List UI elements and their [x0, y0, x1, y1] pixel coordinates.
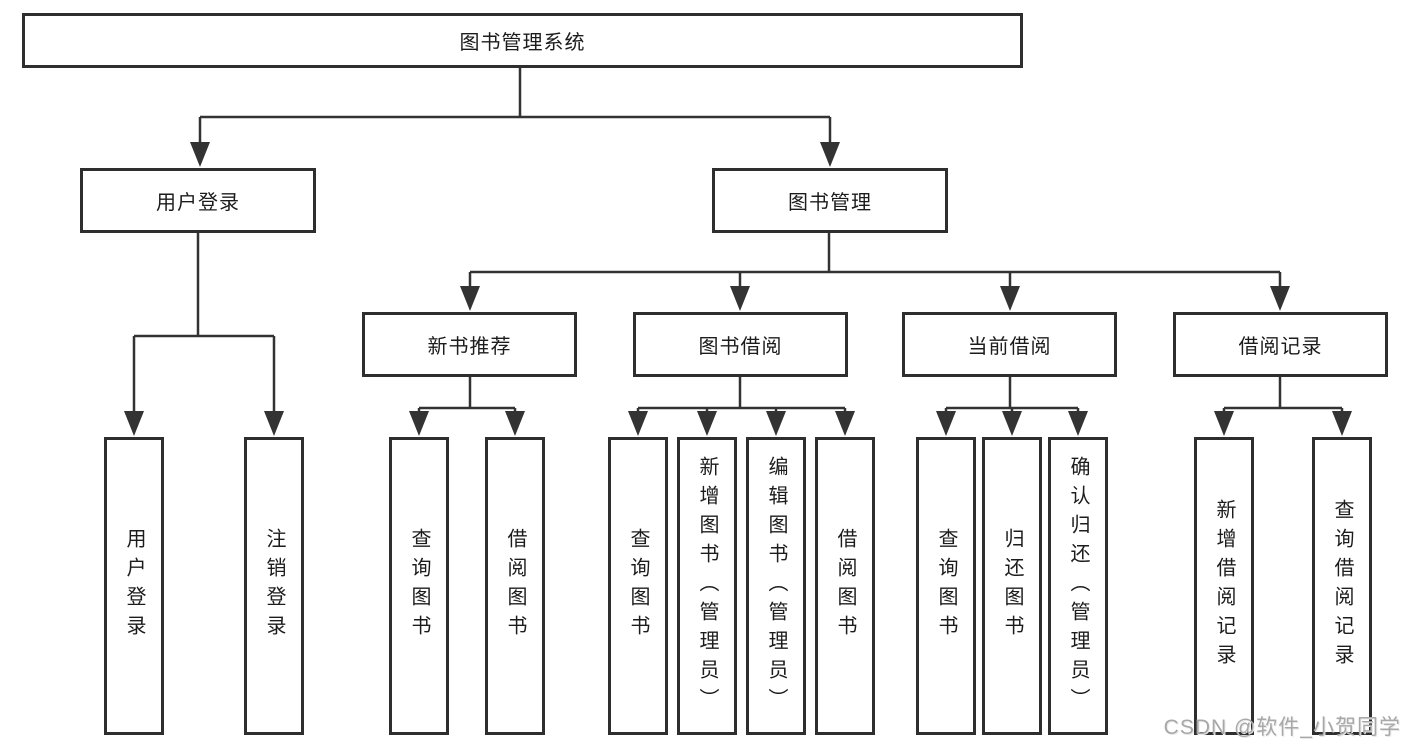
- leaf-confirm-return-admin: 确认归还（管理员）: [1048, 437, 1108, 735]
- leaf-return-books-label: 归还图书: [1001, 528, 1023, 644]
- leaf-borrow-books-1-label: 借阅图书: [504, 528, 526, 644]
- leaf-borrow-books-2: 借阅图书: [815, 437, 875, 735]
- node-borrowing-records: 借阅记录: [1173, 312, 1388, 377]
- leaf-confirm-return-admin-label: 确认归还（管理员）: [1067, 455, 1089, 717]
- leaf-query-borrow-record: 查询借阅记录: [1312, 437, 1372, 735]
- node-new-book-recommend: 新书推荐: [362, 312, 577, 377]
- node-book-borrowing-label: 图书借阅: [698, 336, 783, 358]
- leaf-logout: 注销登录: [244, 437, 304, 735]
- node-new-book-recommend-label: 新书推荐: [427, 336, 512, 358]
- leaf-edit-books-admin-label: 编辑图书（管理员）: [765, 455, 787, 717]
- leaf-query-books-2-label: 查询图书: [627, 528, 649, 644]
- arrowhead-icons: [124, 142, 1352, 436]
- node-book-management: 图书管理: [712, 168, 948, 233]
- leaf-query-books-1-label: 查询图书: [408, 528, 430, 644]
- leaf-add-borrow-record: 新增借阅记录: [1194, 437, 1254, 735]
- leaf-add-books-admin: 新增图书（管理员）: [677, 437, 737, 735]
- leaf-logout-label: 注销登录: [263, 528, 285, 644]
- leaf-query-books-2: 查询图书: [608, 437, 668, 735]
- node-root-system: 图书管理系统: [22, 13, 1023, 68]
- node-current-borrowing-label: 当前借阅: [967, 336, 1052, 358]
- leaf-add-borrow-record-label: 新增借阅记录: [1213, 499, 1235, 673]
- leaf-query-books-3: 查询图书: [916, 437, 976, 735]
- leaf-borrow-books-1: 借阅图书: [485, 437, 545, 735]
- leaf-user-login-label: 用户登录: [123, 528, 145, 644]
- node-book-borrowing: 图书借阅: [633, 312, 848, 377]
- node-user-login-label: 用户登录: [156, 192, 240, 214]
- node-user-login: 用户登录: [80, 168, 316, 233]
- node-borrowing-records-label: 借阅记录: [1238, 336, 1323, 358]
- leaf-user-login: 用户登录: [104, 437, 164, 735]
- node-book-management-label: 图书管理: [788, 192, 872, 214]
- leaf-return-books: 归还图书: [982, 437, 1042, 735]
- node-root-system-label: 图书管理系统: [459, 32, 586, 54]
- leaf-add-books-admin-label: 新增图书（管理员）: [696, 455, 718, 717]
- leaf-query-books-1: 查询图书: [389, 437, 449, 735]
- leaf-edit-books-admin: 编辑图书（管理员）: [746, 437, 806, 735]
- leaf-query-borrow-record-label: 查询借阅记录: [1331, 499, 1353, 673]
- node-current-borrowing: 当前借阅: [902, 312, 1117, 377]
- leaf-query-books-3-label: 查询图书: [935, 528, 957, 644]
- csdn-watermark: CSDN @软件_小贺同学: [1163, 716, 1401, 739]
- leaf-borrow-books-2-label: 借阅图书: [834, 528, 856, 644]
